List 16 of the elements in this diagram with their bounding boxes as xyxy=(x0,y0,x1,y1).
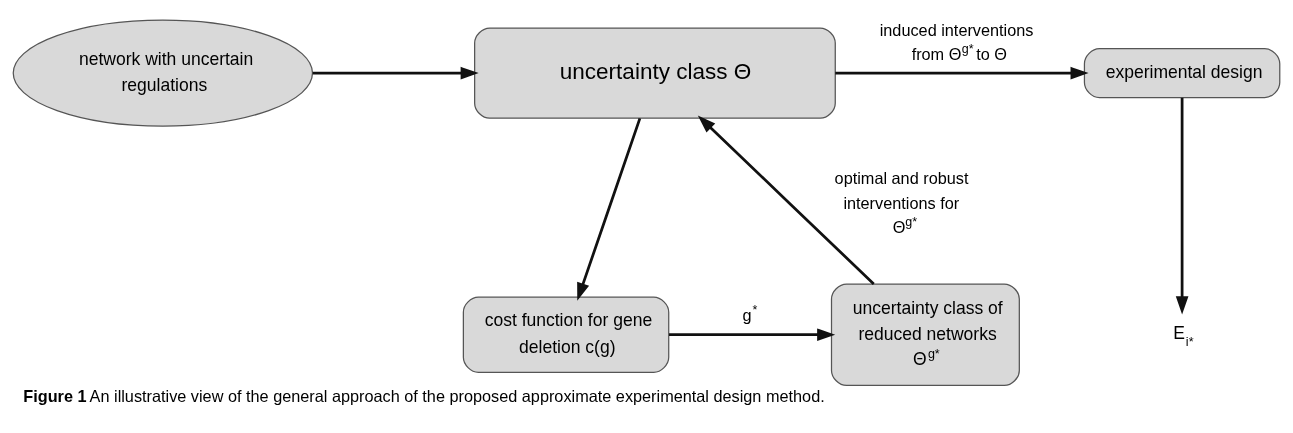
caption: Figure 1 An illustrative view of the general approach of the proposed approximate experimental design method. xyxy=(23,387,825,406)
node-box: cost function for gene deletion c(g) xyxy=(462,296,670,373)
edge-label: induced interventions from Θ$^{g*}$ to Θ xyxy=(879,21,1034,63)
arrow xyxy=(697,115,875,285)
arrow xyxy=(1175,97,1189,315)
arrow xyxy=(669,328,836,342)
arrow xyxy=(577,117,642,301)
node-ellipse: network with uncertain regulations xyxy=(12,19,314,127)
node-box: experimental design xyxy=(1083,48,1281,99)
edge-label: optimal and robust interventions for Θ$^{g*}$ xyxy=(834,169,969,237)
arrow xyxy=(312,66,479,80)
node-box: uncertainty class of reduced networks Θ$^{g*}$ xyxy=(830,283,1020,387)
node-box: uncertainty class Θ xyxy=(474,27,836,119)
edge-label: g$^{*}$ xyxy=(742,303,758,325)
arrow xyxy=(835,66,1089,80)
node-text: E$_{i*}$ xyxy=(1173,322,1194,349)
